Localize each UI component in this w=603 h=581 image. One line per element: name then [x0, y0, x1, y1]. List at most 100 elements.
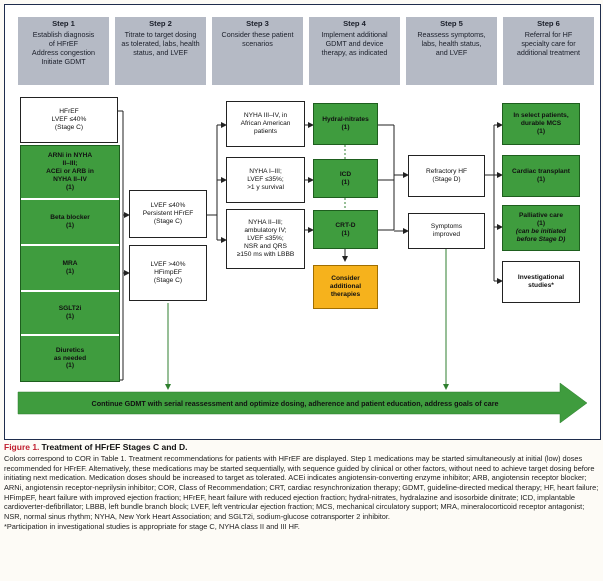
- flowchart-figure: Step 1 Establish diagnosis of HFrEF Addr…: [4, 4, 601, 440]
- med-mra: MRA (1): [21, 246, 119, 292]
- continue-gdmt-arrow-shape: [17, 382, 588, 424]
- refractory-line: Refractory HF: [425, 168, 468, 176]
- step-5-line: Reassess symptoms,: [417, 30, 486, 40]
- step-5-title: Step 5: [440, 19, 463, 28]
- step6-line: In select patients,: [513, 112, 569, 120]
- step4-to-step5-connector: [378, 124, 395, 231]
- step6-line: Palliative care: [519, 212, 563, 220]
- step-1-line: of HFrEF: [48, 39, 79, 49]
- consider-line: Consider: [331, 275, 360, 283]
- consider-line: therapies: [330, 290, 361, 298]
- step-3-header: Step 3 Consider these patient scenarios: [212, 17, 303, 85]
- consider-additional-therapies-box: Consider additional therapies: [313, 265, 378, 309]
- figure-title: Treatment of HFrEF Stages C and D.: [41, 442, 188, 452]
- therapy-line: Hydral-nitrates: [322, 116, 369, 124]
- hfimpef-box: LVEF >40% HFimpEF (Stage C): [129, 245, 207, 301]
- scenario-line: NSR and QRS: [244, 242, 287, 250]
- hydral-nitrates-box: Hydral-nitrates (1): [313, 103, 378, 145]
- persistent-line: LVEF ≤40%: [150, 202, 186, 210]
- step6-line: (1): [536, 176, 546, 183]
- therapy-line: (1): [341, 178, 350, 186]
- step2-to-step3-connector: [207, 125, 218, 240]
- step-6-header: Step 6 Referral for HF specialty care fo…: [503, 17, 594, 85]
- step6-line: Cardiac transplant: [512, 168, 570, 176]
- step-1-line: Address congestion: [31, 48, 96, 58]
- scenario-nyha-3-4-box: NYHA III–IV, in African American patient…: [226, 101, 305, 147]
- diagnosis-box: HFrEF LVEF ≤40% (Stage C): [20, 97, 118, 143]
- step-1-line: Establish diagnosis: [32, 30, 95, 40]
- step6-line: durable MCS: [520, 120, 562, 128]
- med-line: (1): [65, 362, 75, 370]
- durable-mcs-box: In select patients, durable MCS (1): [502, 103, 580, 145]
- cardiac-transplant-box: Cardiac transplant (1): [502, 155, 580, 197]
- step-5-line: and LVEF: [435, 48, 468, 58]
- step6-italic-line: (can be initiated: [515, 228, 567, 235]
- scenario-line: ambulatory IV;: [244, 227, 287, 235]
- med-beta-blocker: Beta blocker (1): [21, 200, 119, 246]
- med-line: (1): [65, 313, 75, 320]
- med-line: SGLT2i: [58, 305, 82, 313]
- step-6-line: specialty care for: [521, 39, 576, 49]
- step5-to-step6-connector: [485, 125, 495, 281]
- step-4-line: therapy, as indicated: [321, 48, 388, 58]
- step-3-title: Step 3: [246, 19, 269, 28]
- step-6-line: Referral for HF: [524, 30, 573, 40]
- med-diuretics: Diuretics as needed (1): [21, 336, 119, 381]
- med-line: ARNi in NYHA: [47, 152, 93, 160]
- diagnosis-line: LVEF ≤40%: [51, 116, 87, 124]
- step-1-line: Initiate GDMT: [41, 57, 86, 67]
- step-5-line: labs, health status,: [421, 39, 482, 49]
- med-line: NYHA II–IV: [53, 175, 87, 183]
- caption-footnote: *Participation in investigational studie…: [4, 522, 300, 532]
- icd-box: ICD (1): [313, 159, 378, 198]
- step-2-header: Step 2 Titrate to target dosing as toler…: [115, 17, 206, 85]
- step6-line: (1): [536, 220, 546, 228]
- therapy-line: CRT-D: [335, 221, 356, 229]
- step6-line: Investigational: [517, 274, 565, 282]
- step-2-title: Step 2: [149, 19, 172, 28]
- scenario-line: LVEF ≤35%;: [247, 235, 284, 243]
- connector-lines: [17, 110, 588, 424]
- crt-d-box: CRT-D (1): [313, 210, 378, 249]
- scenario-line: ≥150 ms with LBBB: [236, 250, 295, 258]
- step6-italic-line: before Stage D): [516, 235, 566, 243]
- scenario-nyha-2-3-box: NYHA II–III; ambulatory IV; LVEF ≤35%; N…: [226, 209, 305, 269]
- med-line: Beta blocker: [50, 214, 90, 222]
- step-4-line: GDMT and device: [325, 39, 384, 49]
- therapy-line: (1): [341, 229, 350, 237]
- scenario-line: patients: [253, 127, 278, 135]
- med-line: II–III;: [62, 160, 78, 168]
- hfimpef-line: (Stage C): [153, 276, 183, 284]
- scenario-nyha-1-3-box: NYHA I–III; LVEF ≤35%; >1 y survival: [226, 157, 305, 203]
- persistent-line: (Stage C): [153, 217, 183, 225]
- investigational-studies-box: Investigational studies*: [502, 261, 580, 303]
- med-sglt2i: SGLT2i (1): [21, 292, 119, 336]
- persistent-line: Persistent HFrEF: [142, 210, 194, 218]
- diagnosis-line: (Stage C): [54, 123, 84, 131]
- step-1-header: Step 1 Establish diagnosis of HFrEF Addr…: [18, 17, 109, 85]
- step-6-line: additional treatment: [516, 48, 581, 58]
- scenario-line: NYHA III–IV, in: [243, 112, 288, 120]
- persistent-hfref-box: LVEF ≤40% Persistent HFrEF (Stage C): [129, 190, 207, 238]
- step-2-line: status, and LVEF: [133, 48, 188, 58]
- symptoms-line: improved: [432, 231, 461, 238]
- hfimpef-line: HFimpEF: [154, 269, 182, 277]
- step6-line: (1): [536, 127, 546, 135]
- therapy-line: ICD: [339, 170, 352, 178]
- step6-line: studies*: [528, 282, 554, 289]
- initial-medications-column: ARNi in NYHA II–III; ACEi or ARB in NYHA…: [20, 145, 120, 382]
- refractory-hf-box: Refractory HF (Stage D): [408, 155, 485, 197]
- continue-gdmt-label: Continue GDMT with serial reassessment a…: [91, 399, 499, 408]
- step-3-line: scenarios: [242, 39, 273, 49]
- caption-body: Colors correspond to COR in Table 1. Tre…: [4, 454, 599, 521]
- hfimpef-line: LVEF >40%: [150, 261, 186, 269]
- palliative-care-box: Palliative care (1) (can be initiated be…: [502, 205, 580, 251]
- step-5-header: Step 5 Reassess symptoms, labs, health s…: [406, 17, 497, 85]
- med-line: (1): [65, 268, 75, 275]
- figure-label: Figure 1.: [4, 442, 40, 452]
- symptoms-improved-box: Symptoms improved: [408, 213, 485, 249]
- consider-line: additional: [329, 283, 362, 291]
- med-arni-acei-arb: ARNi in NYHA II–III; ACEi or ARB in NYHA…: [21, 146, 119, 200]
- step-2-line: as tolerated, labs, health: [121, 39, 200, 49]
